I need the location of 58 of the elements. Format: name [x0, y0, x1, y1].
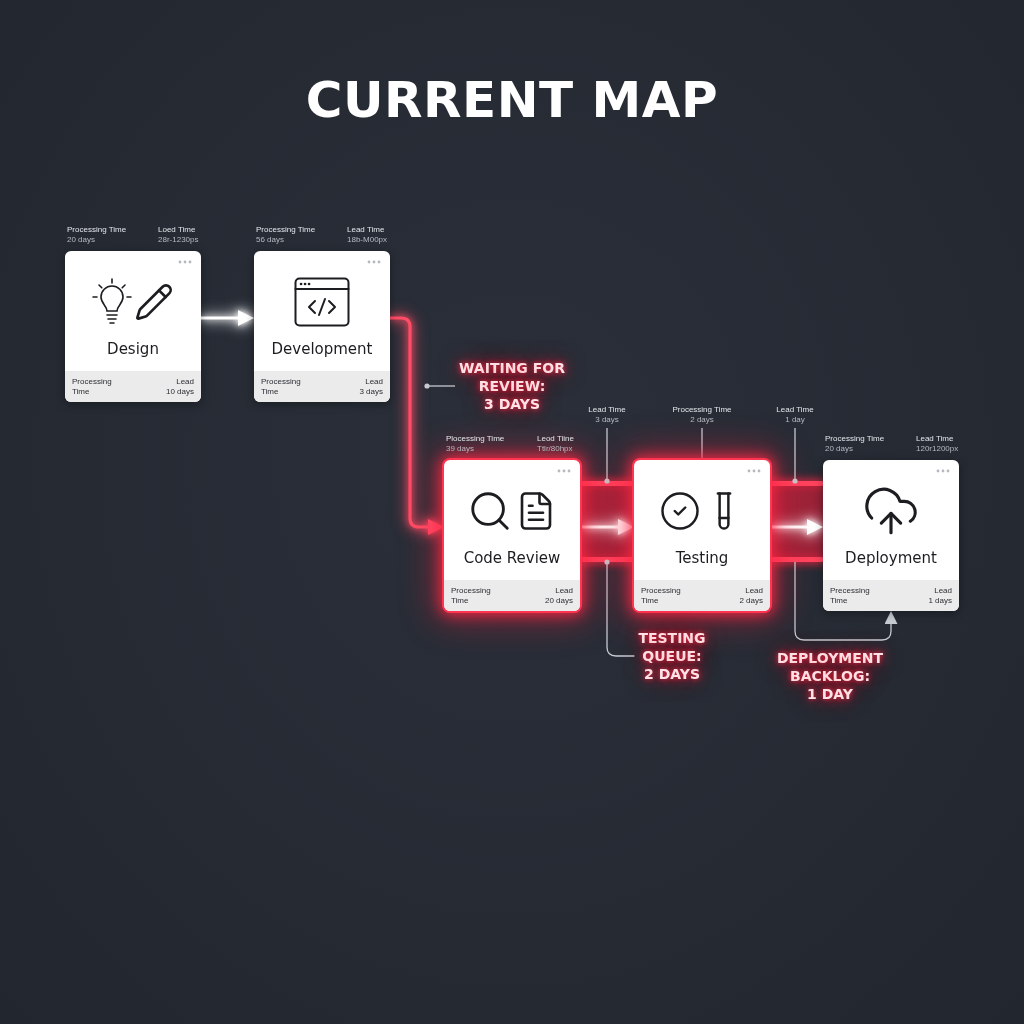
leader-line	[792, 427, 798, 484]
card-title: Testing	[675, 549, 729, 567]
metric-label: Processing Time	[825, 434, 885, 444]
card-title: Design	[107, 340, 159, 358]
metric-value: 1 day	[785, 415, 805, 425]
metric-label: Lead Time	[776, 405, 814, 415]
edge-label: DEPLOYMENT BACKLOG: 1 DAY	[776, 649, 884, 703]
metric-value: 120r1200px	[916, 444, 959, 454]
metric-label: Loed Time	[158, 225, 196, 235]
card-title: Code Review	[463, 549, 561, 567]
arrow	[201, 310, 254, 326]
callout-text: TESTING QUEUE: 2 DAYS	[638, 629, 706, 683]
processing-time-label: Processing Time	[451, 585, 491, 606]
arrow	[770, 519, 823, 535]
process-card	[823, 460, 959, 611]
metric-value: 56 days	[256, 235, 285, 245]
processing-time-label: Processing Time	[261, 376, 301, 397]
diagram-title: CURRENT MAP	[305, 70, 719, 130]
lead-time-value: 3 days	[359, 386, 383, 397]
metric-label: Processing Time	[67, 225, 127, 235]
metric-label: Lead Time	[916, 434, 954, 444]
process-card	[254, 251, 390, 402]
lead-time-label: Lead	[555, 585, 573, 596]
metric-value: 28r-1230ps	[158, 235, 199, 245]
lead-time-label: Lead	[176, 376, 194, 387]
processing-time-label: Precessing Time	[830, 585, 870, 606]
lead-time-value: 1 days	[928, 595, 952, 606]
card-title: Development	[271, 340, 373, 358]
lead-time-label: Lead	[745, 585, 763, 596]
processing-time-label: Processing Time	[641, 585, 681, 606]
lead-time-label: Lead	[365, 376, 383, 387]
metric-value: 3 days	[595, 415, 619, 425]
callout-text: WAITING FOR REVIEW: 3 DAYS	[459, 359, 565, 413]
metric-value: Ttlr/80hpx	[537, 444, 573, 454]
leader-line	[604, 427, 610, 484]
lead-time-value: 2 days	[739, 595, 763, 606]
metric-label: Processing Time	[256, 225, 316, 235]
processing-time-label: Processing Time	[72, 376, 112, 397]
metric-value: 2 days	[690, 415, 714, 425]
metric-label: Lead Time	[588, 405, 626, 415]
metric-value: 39 days	[446, 444, 475, 454]
lead-time-label: Lead	[934, 585, 952, 596]
metric-label: Plocessing Time	[446, 434, 505, 444]
process-card	[444, 460, 580, 611]
metric-value: 20 days	[825, 444, 854, 454]
metric-label: Lead Time	[347, 225, 385, 235]
process-card	[65, 251, 201, 402]
metric-value: 20 days	[67, 235, 96, 245]
leader-line	[701, 427, 703, 461]
metric-label: Leod Tiine	[537, 434, 574, 444]
metric-value: 18b-M00px	[347, 235, 388, 245]
metric-label: Processing Time	[672, 405, 732, 415]
lead-time-value: 20 days	[544, 595, 573, 606]
arrow	[390, 316, 444, 535]
process-card	[634, 460, 770, 611]
card-title: Deployment	[845, 549, 937, 567]
lead-time-value: 10 days	[165, 386, 194, 397]
arrow	[580, 519, 634, 535]
